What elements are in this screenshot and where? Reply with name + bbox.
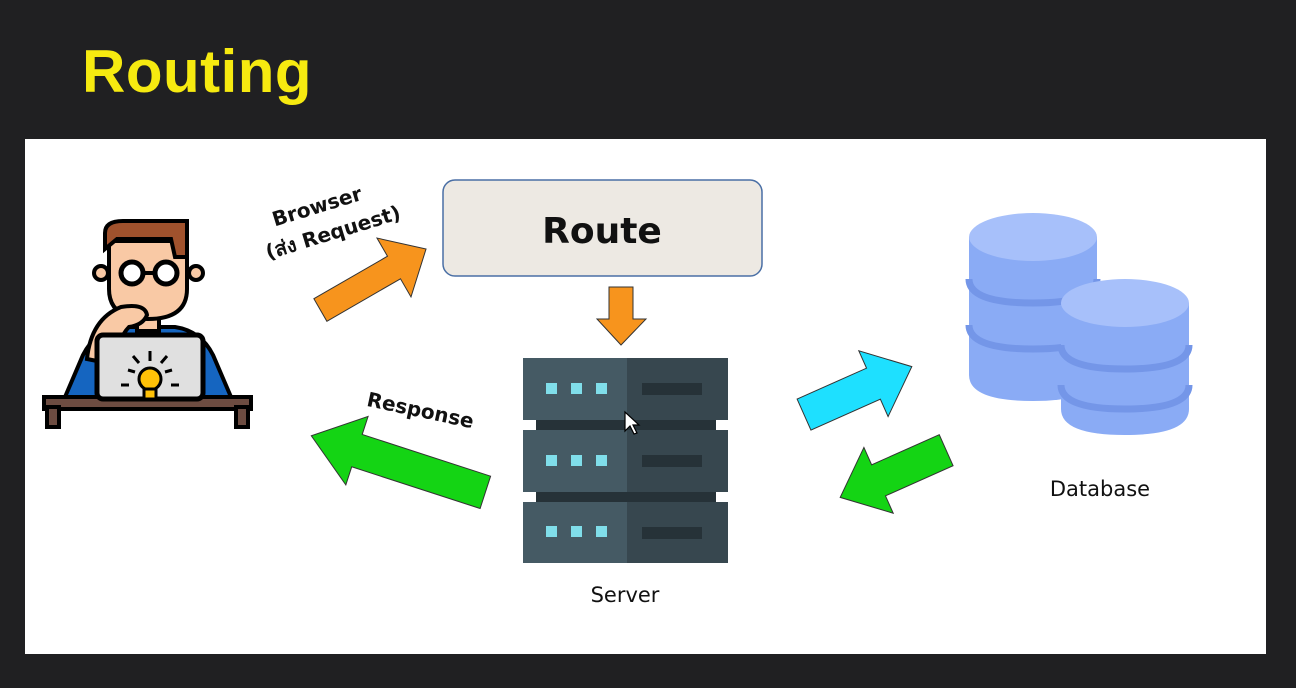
database-label: Database bbox=[1050, 477, 1150, 501]
developer-icon bbox=[42, 219, 253, 429]
response-label: Response bbox=[365, 387, 476, 433]
route-to-server-arrow bbox=[595, 286, 648, 346]
server-rack-icon bbox=[523, 358, 728, 563]
db-result-arrow bbox=[839, 434, 954, 514]
diagram-panel: Browser (ส่ง Request) Route bbox=[25, 139, 1266, 654]
response-arrow bbox=[310, 415, 492, 510]
request-arrow bbox=[313, 237, 427, 322]
mouse-cursor-icon bbox=[624, 410, 641, 435]
database-icon bbox=[965, 213, 1193, 435]
server-label: Server bbox=[591, 583, 660, 607]
routing-diagram: Browser (ส่ง Request) Route bbox=[42, 179, 1193, 607]
db-query-arrow bbox=[796, 350, 913, 431]
route-label: Route bbox=[542, 211, 662, 252]
route-box: Route bbox=[442, 179, 763, 277]
slide-title: Routing bbox=[82, 38, 313, 105]
light-bulb-icon bbox=[121, 351, 179, 401]
